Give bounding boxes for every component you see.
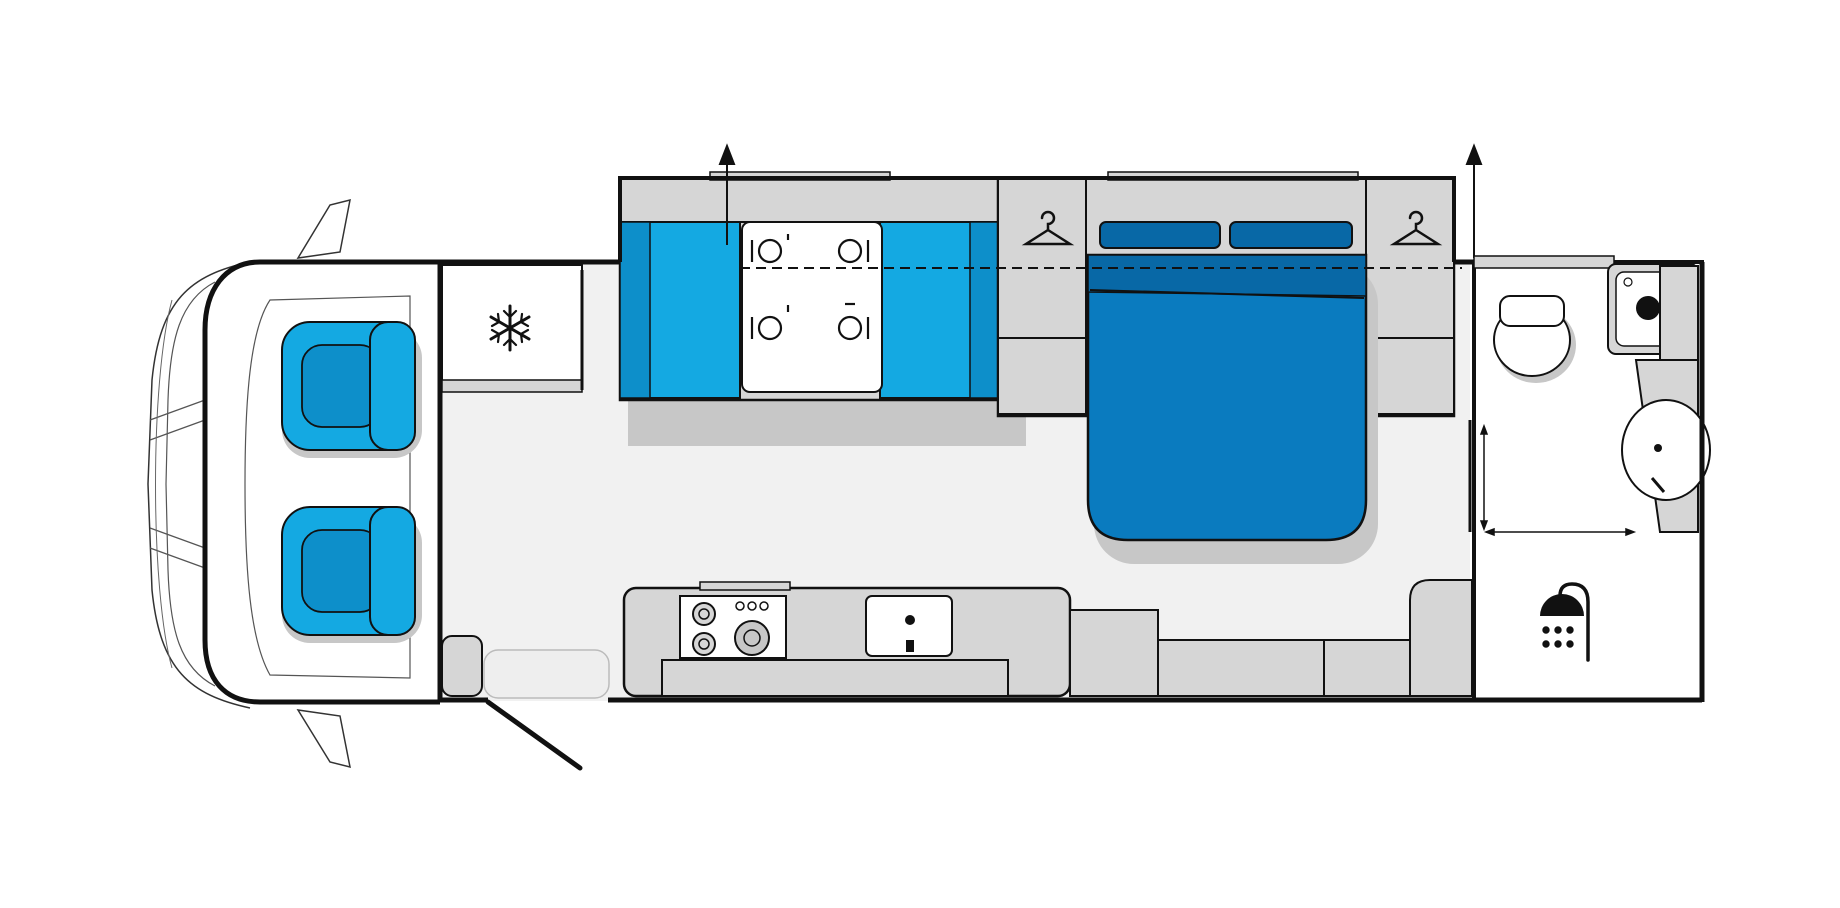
coat-hanger-icon (1021, 210, 1443, 246)
kitchen-sink (865, 595, 953, 657)
bathroom-door-arrows (1468, 420, 1637, 537)
outer-walls (437, 259, 1705, 703)
entry-door (485, 699, 583, 771)
cab-wall (202, 259, 440, 705)
dinette-seat-left (619, 221, 741, 399)
dinette-seat-right (879, 221, 1001, 399)
bonnet-outline (147, 261, 251, 709)
bonnet-line-inner (165, 281, 216, 687)
dinette-table (741, 221, 883, 393)
vehicle-cab (147, 198, 440, 769)
gas-burner-icon (679, 595, 787, 659)
shower-icon (1540, 582, 1590, 662)
mirror-bottom (296, 709, 351, 769)
headlight-top-2 (149, 419, 206, 441)
headlight-bottom (149, 547, 206, 569)
arrow-up-icon (718, 143, 1483, 258)
slide-out-walls (618, 176, 1456, 262)
cab-seat-top (281, 321, 422, 458)
rear-storage (1069, 579, 1473, 697)
plate-cutlery-icon (750, 234, 870, 341)
island-bed (1086, 253, 1378, 564)
headlight-top (149, 399, 206, 421)
bed-pillows (1099, 221, 1353, 249)
bathroom-cabinet (1607, 263, 1699, 397)
grille-line (155, 299, 173, 669)
mirror-top (296, 198, 351, 259)
snowflake-icon (489, 304, 531, 352)
headlight-bottom-2 (149, 527, 206, 549)
bathroom-vanity (1621, 359, 1711, 533)
fridge (441, 264, 584, 393)
toilet (1493, 295, 1576, 383)
cab-seat-bottom (281, 506, 422, 643)
entry-step (441, 635, 610, 699)
